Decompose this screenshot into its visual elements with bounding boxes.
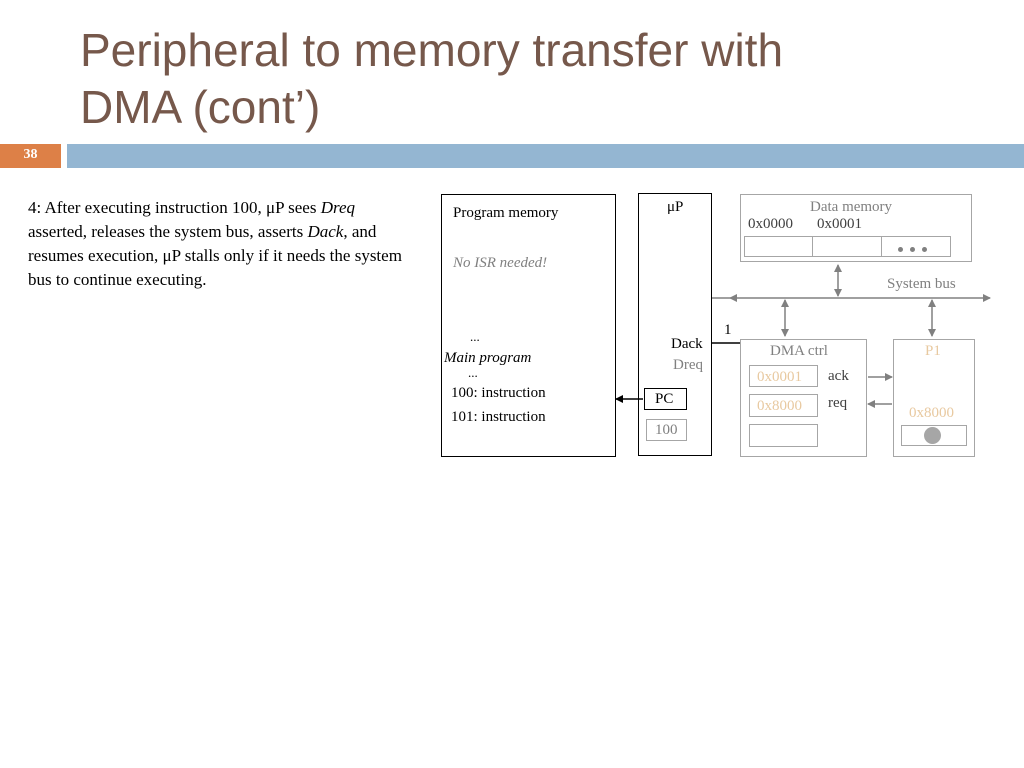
- program-memory-label: Program memory: [453, 205, 559, 221]
- slide-number: 38: [23, 147, 38, 162]
- instruction-101: 101: instruction: [451, 409, 546, 425]
- body-text-part2: asserted, releases the system bus, asser…: [28, 222, 308, 241]
- instruction-100: 100: instruction: [451, 385, 546, 401]
- accent-bar-left: [0, 144, 61, 168]
- data-memory-label: Data memory: [810, 199, 893, 215]
- peripheral-p1-label: P1: [925, 343, 941, 359]
- dma-register-1-value: 0x0001: [757, 369, 802, 385]
- pc-value-cell: [646, 419, 687, 441]
- body-text-dack: Dack: [307, 222, 344, 241]
- dma-register-2-value: 0x8000: [757, 398, 802, 414]
- ellipsis-top: ...: [470, 329, 480, 344]
- body-text: 4: After executing instruction 100, μP s…: [28, 196, 408, 292]
- main-program-label: Main program: [444, 350, 532, 366]
- pc-value: 100: [655, 422, 678, 438]
- req-label: req: [828, 395, 848, 411]
- data-memory-cell-0: [744, 236, 814, 257]
- dma-controller-box: [740, 339, 867, 457]
- dma-register-2: [749, 394, 818, 417]
- dma-register-1: [749, 365, 818, 387]
- pc-register: [644, 388, 687, 410]
- no-isr-note: No ISR needed!: [453, 255, 548, 271]
- data-memory-box: [740, 194, 972, 262]
- program-memory-box: [441, 194, 616, 457]
- slide-title: Peripheral to memory transfer with DMA (…: [80, 22, 960, 136]
- data-memory-cell-2: [881, 236, 951, 257]
- slide-title-line1: Peripheral to memory transfer with: [80, 24, 784, 76]
- data-item-circle: [924, 427, 941, 444]
- slide-title-line2: DMA (cont’): [80, 81, 321, 133]
- ellipsis-dot: [922, 247, 927, 252]
- data-memory-cell-1: [812, 236, 883, 257]
- up-dack-label: Dack: [671, 336, 703, 352]
- dma-controller-label: DMA ctrl: [770, 343, 828, 359]
- up-dreq-label: Dreq: [673, 357, 703, 373]
- body-text-part1: 4: After executing instruction 100, μP s…: [28, 198, 321, 217]
- peripheral-p1-address: 0x8000: [909, 405, 954, 421]
- peripheral-p1-box: [893, 339, 975, 457]
- system-bus-label: System bus: [887, 276, 956, 292]
- dma-register-3: [749, 424, 818, 447]
- pc-label: PC: [655, 391, 674, 407]
- dack-value: 1: [724, 322, 732, 338]
- microprocessor-label: μP: [667, 199, 684, 215]
- data-memory-addr-1: 0x0001: [817, 216, 862, 232]
- body-text-part3: , and resumes execution, μP stalls only …: [28, 222, 402, 289]
- data-memory-addr-0: 0x0000: [748, 216, 793, 232]
- accent-bar-right: [67, 144, 1024, 168]
- microprocessor-box: [638, 193, 712, 456]
- body-text-dreq: Dreq: [320, 198, 356, 217]
- ellipsis-dot: [898, 247, 903, 252]
- ellipsis-bottom: ...: [468, 365, 478, 380]
- ellipsis-dot: [910, 247, 915, 252]
- ack-label: ack: [828, 368, 849, 384]
